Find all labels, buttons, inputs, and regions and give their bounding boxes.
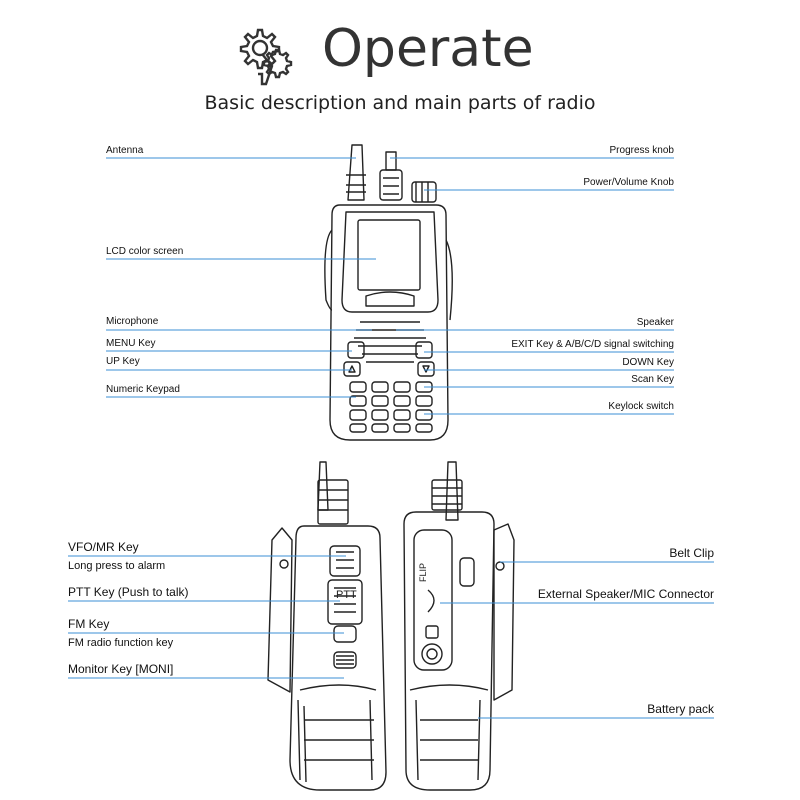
leader-lines	[68, 157, 714, 719]
label-numeric-keypad: Numeric Keypad	[106, 384, 180, 395]
label-lcd-screen: LCD color screen	[106, 246, 184, 257]
page-subtitle: Basic description and main parts of radi…	[204, 92, 596, 114]
label-ptt-key: PTT Key (Push to talk)	[68, 585, 189, 599]
ptt-device-text: PTT	[336, 589, 357, 601]
label-battery-pack: Battery pack	[647, 702, 714, 716]
label-down-key: DOWN Key	[622, 357, 674, 368]
label-up-key: UP Key	[106, 356, 140, 367]
label-power-volume-knob: Power/Volume Knob	[583, 177, 674, 188]
label-menu-key: MENU Key	[106, 338, 156, 349]
label-progress-knob: Progress knob	[609, 145, 674, 156]
left-side-radio	[267, 461, 387, 791]
label-monitor-key: Monitor Key [MONI]	[68, 662, 174, 676]
label-exit-key: EXIT Key & A/B/C/D signal switching	[511, 339, 674, 350]
flip-device-text: FLIP	[418, 563, 428, 582]
header: Operate	[0, 18, 800, 88]
label-speaker: Speaker	[636, 317, 674, 328]
label-keylock-switch: Keylock switch	[608, 401, 674, 412]
page-title: Operate	[322, 19, 534, 79]
label-belt-clip: Belt Clip	[669, 546, 714, 560]
label-vfo-mr-key: VFO/MR Key	[68, 540, 139, 554]
label-scan-key: Scan Key	[631, 374, 674, 385]
label-fm-key: FM Key	[68, 617, 110, 631]
label-antenna: Antenna	[106, 145, 144, 156]
label-vfo-mr-sub: Long press to alarm	[68, 560, 166, 572]
label-external-speaker-mic: External Speaker/MIC Connector	[537, 587, 714, 601]
gear-wrench-icon	[239, 28, 293, 86]
front-radio	[324, 144, 453, 441]
label-microphone: Microphone	[106, 316, 159, 327]
right-side-radio	[403, 461, 515, 791]
label-fm-key-sub: FM radio function key	[68, 637, 174, 649]
